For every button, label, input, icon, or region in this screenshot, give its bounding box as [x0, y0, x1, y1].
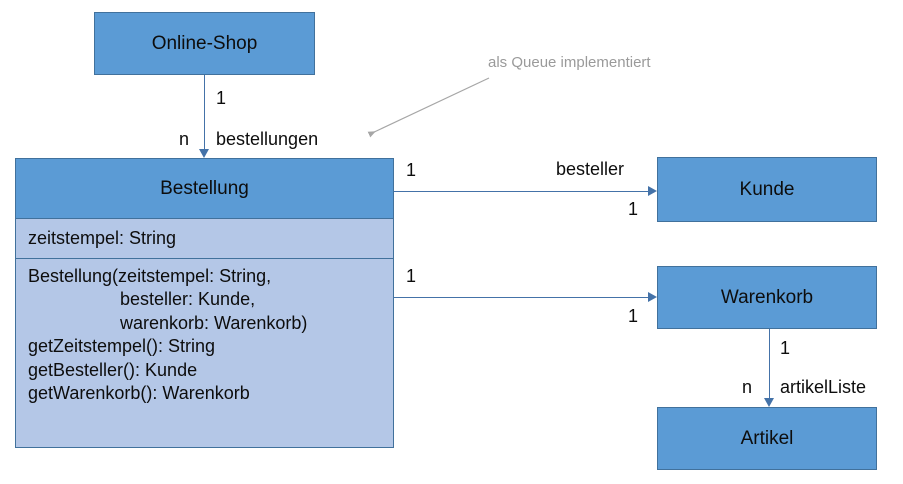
class-name-kunde: Kunde — [739, 179, 795, 200]
association-line-shop-bestellung — [204, 75, 205, 149]
association-role-bestellungen: bestellungen — [216, 129, 319, 149]
multiplicity-bestellung-kunde-source: 1 — [406, 160, 417, 180]
association-line-bestellung-warenkorb — [394, 297, 648, 298]
class-box-warenkorb[interactable]: Warenkorb — [657, 266, 877, 329]
class-name-bestellung: Bestellung — [16, 159, 393, 219]
operation-constructor-line-1: Bestellung(zeitstempel: String, — [28, 266, 272, 286]
operation-constructor-line-2: besteller: Kunde, — [120, 289, 256, 310]
class-box-artikel[interactable]: Artikel — [657, 407, 877, 470]
class-name-artikel: Artikel — [740, 428, 794, 449]
multiplicity-bestellung-kunde-target: 1 — [628, 199, 639, 219]
operation-constructor-line-3: warenkorb: Warenkorb) — [120, 312, 308, 333]
class-attribute-zeitstempel: zeitstempel: String — [16, 219, 393, 259]
class-name-online-shop: Online-Shop — [151, 33, 258, 54]
association-role-besteller: besteller — [556, 159, 625, 179]
multiplicity-warenkorb-artikel-target: n — [742, 377, 753, 397]
operation-get-zeitstempel: getZeitstempel(): String — [28, 336, 216, 357]
association-role-artikelliste: artikelListe — [780, 377, 867, 397]
operation-get-besteller: getBesteller(): Kunde — [28, 359, 198, 380]
class-operations-bestellung: Bestellung(zeitstempel: String, bestelle… — [16, 259, 393, 447]
association-line-warenkorb-artikel — [769, 329, 770, 398]
class-box-kunde[interactable]: Kunde — [657, 157, 877, 222]
association-line-bestellung-kunde — [394, 191, 648, 192]
class-box-online-shop[interactable]: Online-Shop — [94, 12, 315, 75]
multiplicity-shop-bestellung-target: n — [179, 129, 190, 149]
class-name-warenkorb: Warenkorb — [720, 287, 814, 308]
association-arrowhead-bestellung-kunde — [648, 186, 657, 196]
multiplicity-bestellung-warenkorb-target: 1 — [628, 306, 639, 326]
association-arrowhead-warenkorb-artikel — [764, 398, 774, 407]
multiplicity-shop-bestellung-source: 1 — [216, 88, 227, 108]
class-box-bestellung[interactable]: Bestellung zeitstempel: String Bestellun… — [15, 158, 394, 448]
association-arrowhead-shop-bestellung — [199, 149, 209, 158]
operation-get-warenkorb: getWarenkorb(): Warenkorb — [28, 382, 250, 403]
multiplicity-bestellung-warenkorb-source: 1 — [406, 266, 417, 286]
note-label-als-queue-implementiert: als Queue implementiert — [488, 54, 651, 71]
multiplicity-warenkorb-artikel-source: 1 — [780, 338, 791, 358]
association-arrowhead-bestellung-warenkorb — [648, 292, 657, 302]
